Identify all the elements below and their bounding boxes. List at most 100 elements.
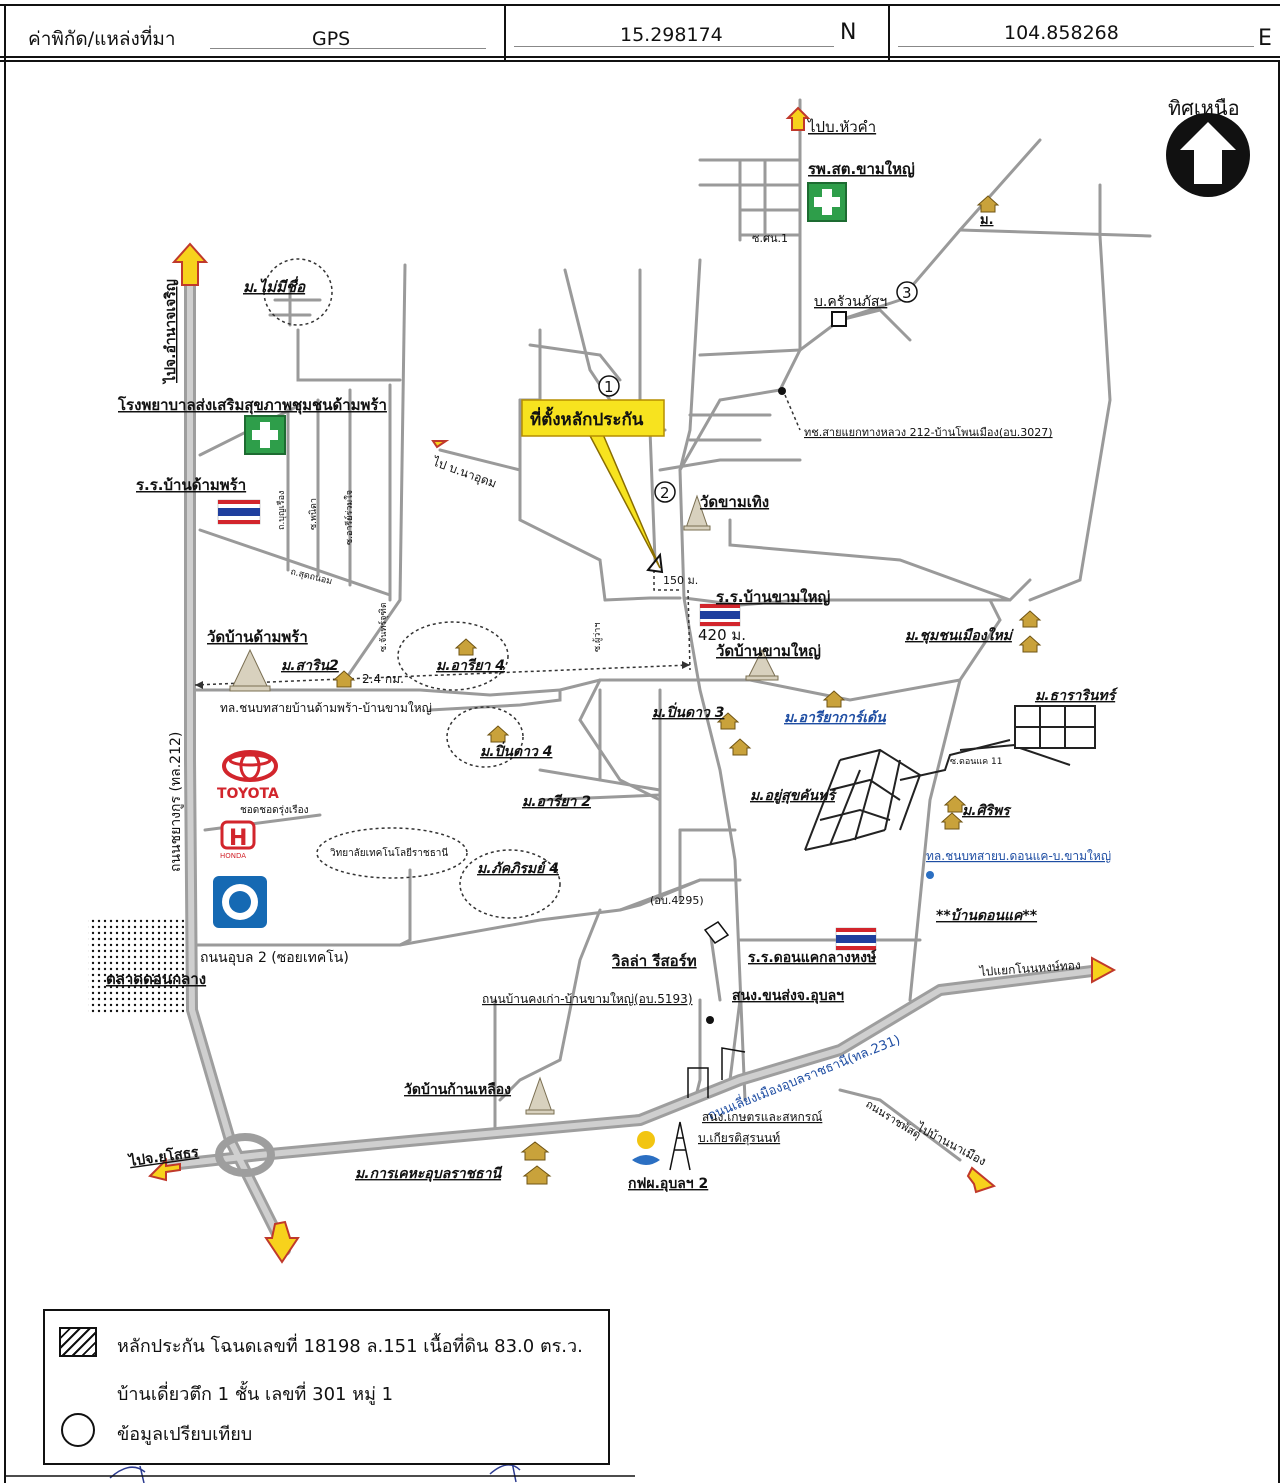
label-soi-6: ซ.ผู้ว่าฯ (592, 623, 603, 652)
collateral-callout-box (521, 399, 665, 437)
map-frame (4, 62, 1280, 1483)
label-to-na-mueang: ไปบ้านนาเมือง (914, 1120, 989, 1169)
direction-arrows (148, 106, 1117, 1264)
label-soi-1: ถ.บุญเรือง (276, 491, 287, 530)
header-top-rule (0, 4, 1280, 6)
hatch-swatch-icon (59, 1327, 97, 1357)
latitude-value: 15.298174 (620, 24, 723, 46)
temple-icon (745, 648, 779, 681)
label-chumchon-mueang-mai: ม.ชุมชนเมืองใหม่ (905, 627, 1014, 644)
arrow-east-nonhong (1091, 956, 1117, 984)
toyota-wordmark: TOYOTA (217, 786, 279, 802)
legend-collateral: หลักประกัน โฉนดเลขที่ 18198 ล.151 เนื้อท… (117, 1336, 583, 1357)
label-distance-2-4: 2.4 กม. (362, 672, 404, 686)
collateral-site-marker (646, 552, 664, 574)
label-ban-kruan: บ.ครัวนภัสฯ (814, 294, 887, 310)
header-divider-2 (888, 4, 890, 60)
label-wat-kon-lueang: วัดบ้านก้านเหลือง (404, 1082, 511, 1098)
label-school-donkae: ร.ร.ดอนแคกลางหงษ์ (748, 949, 877, 966)
svg-text:H: H (229, 826, 247, 851)
temple-icon (525, 1076, 555, 1115)
label-to-na-udom: ไป บ.นาอุดม (430, 454, 499, 491)
temple-icon (683, 494, 711, 531)
bank-logo (213, 876, 267, 928)
label-m-sarin2: ม.สาริน2 (281, 658, 339, 674)
arrow-north-huakham (785, 106, 811, 131)
label-collateral-site: ที่ตั้งหลักประกัน (530, 406, 644, 430)
temple-icon (229, 648, 271, 692)
label-m-siriporn: ม.ศิริพร (962, 803, 1012, 819)
label-office-ubon: สนง.ขนส่งจ.อุบลฯ (732, 988, 844, 1004)
source-underline (210, 48, 486, 49)
legend-house: บ้านเดี่ยวตึก 1 ชั้น เลขที่ 301 หมู่ 1 (117, 1384, 394, 1405)
arrow-southeast-namueang (966, 1166, 997, 1194)
label-wat-dampra: วัดบ้านด้ามพร้า (207, 628, 308, 646)
label-m-kehaa: ม.การเคหะอุบลราชธานี (355, 1165, 503, 1182)
lon-underline (898, 46, 1254, 47)
label-m-pinkdao3: ม.ปิ่นดาว 3 (652, 702, 724, 721)
label-wat-kham-yai: วัดบ้านขามใหญ่ (716, 642, 821, 660)
marker-1: 1 (604, 378, 614, 396)
label-m-ariya2: ม.อารียา 2 (522, 793, 591, 810)
hospital-icon (244, 415, 286, 455)
label-road-212: ถนนชยางกูร (ทล.212) (168, 732, 184, 872)
label-college: วิทยาลัยเทคโนโลยีราชธานี (330, 846, 449, 859)
latitude-unit: N (840, 20, 857, 45)
header-left-rule (4, 4, 6, 60)
label-ban-donkae: **บ้านดอนแค** (936, 908, 1038, 924)
label-school-kham-yai: ร.ร.บ้านขามใหญ่ (716, 588, 830, 606)
egat-logo (632, 1131, 660, 1165)
marker-2: 2 (660, 484, 670, 502)
honda-logo: H (220, 820, 256, 851)
interchange (215, 1133, 275, 1177)
arrow-south (264, 1220, 300, 1264)
building-icon (687, 1067, 709, 1098)
building-icon (703, 921, 730, 944)
label-hospital-dampra: โรงพยาบาลส่งเสริมสุขภาพชุมชนด้ามพร้า (117, 395, 387, 415)
label-road-3027: ทช.สายแยกทางหลวง 212-บ้านโพนเมือง(อบ.302… (804, 425, 1053, 439)
longitude-value: 104.858268 (1004, 22, 1119, 44)
circle-swatch-icon (61, 1413, 95, 1447)
label-soi-2: ซ.พนิดา (308, 498, 319, 530)
marker-circles (598, 281, 918, 503)
label-village-top: ม. (980, 213, 994, 228)
longitude-unit: E (1258, 26, 1272, 51)
label-ab-4295: (อบ.4295) (650, 894, 704, 907)
label-distance-150: 150 ม. (663, 574, 698, 587)
label-m-tararin: ม.ธารารินทร์ (1035, 687, 1119, 704)
tower-icon (669, 1121, 691, 1171)
label-villa-resort: วิลล่า รีสอร์ท (611, 952, 696, 970)
flag-icon (835, 927, 877, 951)
header-bottom-rule-2 (0, 60, 1280, 62)
label-hua-kham: ไปบ.หัวคำ (807, 118, 876, 136)
toyota-logo (222, 750, 278, 782)
callout-pointer (586, 431, 661, 569)
label-market: ตลาดดอนกลาง (106, 970, 206, 988)
distance-arrowheads (195, 661, 690, 689)
coordinate-header: ค่าพิกัด/แหล่งที่มา GPS 15.298174 N 104.… (0, 0, 1280, 62)
label-soi-4: ถ.สุดถนอม (289, 567, 333, 587)
building-icon (831, 311, 847, 327)
north-arrow-icon (1166, 113, 1250, 197)
signature (109, 1461, 521, 1483)
arrow-north-amnat (171, 242, 209, 286)
coord-label: ค่าพิกัด/แหล่งที่มา (28, 28, 176, 50)
flag-icon (699, 603, 741, 627)
distance-markers (194, 258, 801, 919)
label-soi-5: ซ.จันทร์จุฑิต (377, 602, 389, 652)
map-legend: หลักประกัน โฉนดเลขที่ 18198 ล.151 เนื้อท… (43, 1309, 610, 1465)
lat-underline (514, 46, 834, 47)
label-m-ariya4: ม.อารียา 4 (436, 657, 505, 674)
arrow-naudom (431, 440, 450, 449)
label-office-agri: สนง.เกษตรและสหกรณ์ (702, 1110, 822, 1124)
label-ban-kiat: บ.เกียรติสุรนนท์ (698, 1131, 780, 1146)
label-road-rachaphat: ถนนราชพัสดุ (863, 1098, 923, 1142)
label-soi-donkae11: ซ.ดอนแค 11 (950, 757, 1003, 767)
health-center-icon (807, 182, 847, 222)
label-distance-420: 420 ม. (698, 626, 746, 644)
label-m-pinkdao4: ม.ปิ่นดาว 4 (480, 741, 552, 760)
flag-icon (217, 499, 261, 525)
label-road-ubon2: ถนนอุบล 2 (ซอยเทคโน) (200, 949, 349, 966)
label-school-dampra: ร.ร.บ้านด้ามพร้า (136, 476, 246, 494)
